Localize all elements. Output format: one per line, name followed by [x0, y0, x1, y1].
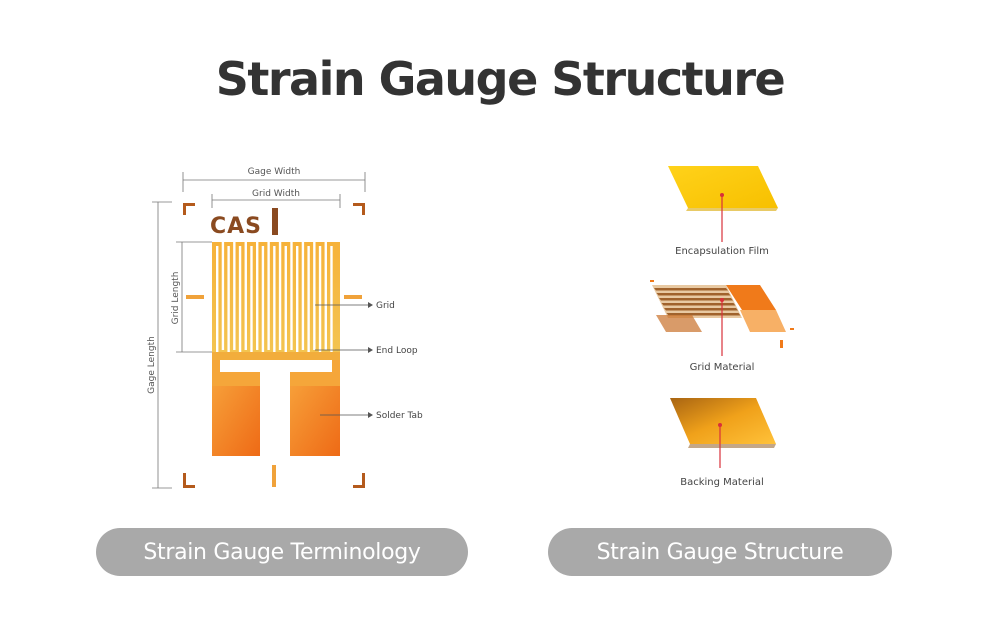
- grid-gap: [284, 246, 287, 354]
- grid-gap: [273, 246, 276, 354]
- grid-gap: [244, 242, 247, 350]
- grid-gap: [318, 246, 322, 354]
- grid-width-label: Grid Width: [252, 189, 300, 199]
- grid-gap: [313, 242, 316, 350]
- grid-label: Grid: [376, 301, 395, 311]
- strain-grid: [212, 242, 340, 382]
- grid-gap: [301, 242, 305, 350]
- grid-gap: [278, 242, 282, 350]
- solder-tab-right: [290, 380, 340, 456]
- grid-material-layer: [650, 280, 794, 348]
- end-loop-label: End Loop: [376, 346, 418, 356]
- page-title: Strain Gauge Structure: [215, 52, 786, 106]
- grid-material-label: Grid Material: [690, 362, 755, 373]
- grid-stripe: [656, 293, 731, 296]
- grid-gap: [250, 246, 253, 354]
- gage-width-label: Gage Width: [248, 167, 301, 177]
- solder-tab-left: [212, 380, 260, 456]
- grid-gap: [256, 242, 259, 350]
- solder-tab-label: Solder Tab: [376, 411, 423, 421]
- terminology-button[interactable]: Strain Gauge Terminology: [96, 528, 468, 576]
- grid-gap: [330, 246, 333, 354]
- gage-length-label: Gage Length: [147, 336, 157, 394]
- grid-stripe: [659, 298, 733, 301]
- terminology-diagram: Gage Width Grid Width Gage Length Grid L…: [147, 167, 423, 489]
- grid-gap: [307, 246, 310, 354]
- grid-gap: [261, 246, 265, 354]
- corner-marks: [183, 203, 365, 488]
- backing-layer: [670, 398, 776, 444]
- grid-stripe: [664, 308, 738, 311]
- grid-gap: [290, 242, 293, 350]
- grid-gap: [227, 246, 230, 354]
- grid-gap: [233, 242, 236, 350]
- side-marks: [186, 295, 362, 487]
- cas-logo: CAS: [210, 214, 262, 239]
- grid-stripe: [661, 303, 736, 306]
- grid-gap: [238, 246, 242, 354]
- grid-gap: [296, 246, 299, 354]
- backing-label: Backing Material: [680, 477, 764, 488]
- grid-gap: [267, 242, 270, 350]
- encapsulation-layer: [668, 166, 778, 208]
- grid-gap: [216, 246, 219, 354]
- grid-gap: [221, 242, 225, 350]
- grid-length-label: Grid Length: [171, 272, 181, 325]
- structure-button[interactable]: Strain Gauge Structure: [548, 528, 892, 576]
- encapsulation-label: Encapsulation Film: [675, 246, 769, 257]
- grid-stripe: [654, 288, 728, 291]
- structure-diagram: Encapsulation Film Grid Material Backing…: [650, 166, 794, 488]
- grid-gap: [324, 242, 327, 350]
